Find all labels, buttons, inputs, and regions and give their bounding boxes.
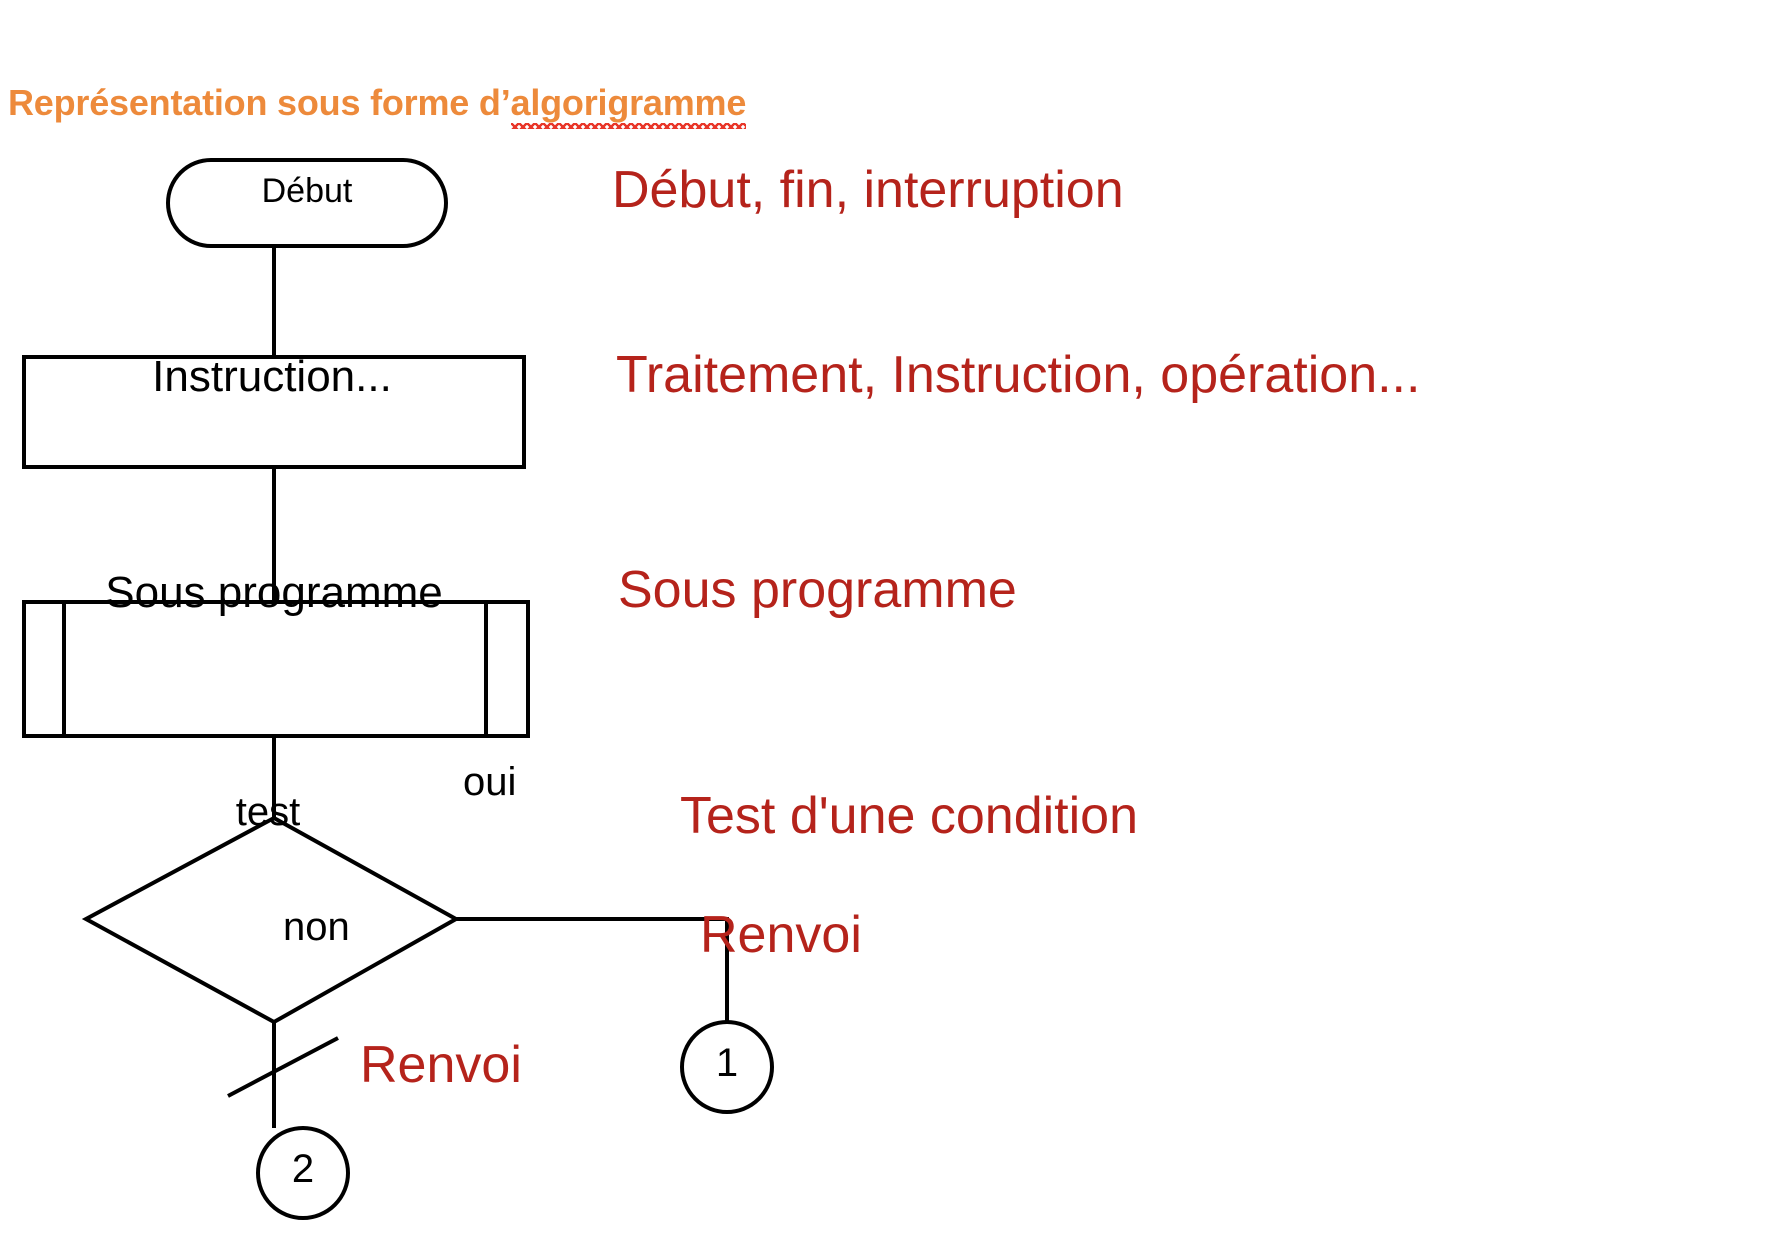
annotation-connector-1: Renvoi [700,906,862,964]
annotation-decision: Test d'une condition [680,787,1139,845]
start-terminator-label: Début [261,172,353,210]
page-title-prefix: Représentation sous forme d’ [8,82,511,123]
edge-yes-path [456,917,729,1022]
decision-label: test [235,790,301,834]
page-title: Représentation sous forme d’algorigramme [8,82,747,129]
subroutine-label: Sous programme [105,568,443,617]
process-rectangle-shape[interactable] [22,355,526,469]
annotation-subroutine: Sous programme [618,561,1017,619]
decision-diamond-shape[interactable] [81,815,461,1025]
connector-1-label: 1 [715,1041,739,1085]
annotation-process: Traitement, Instruction, opération... [616,346,1421,404]
edge-label-no: non [283,905,350,949]
connector-2-circle-shape[interactable] [256,1126,350,1220]
edge-label-yes: oui [463,760,517,804]
process-label: Instruction... [152,352,392,401]
annotation-connector-2: Renvoi [360,1036,522,1094]
subroutine-outer-shape[interactable] [22,600,530,738]
connector-1-circle-shape[interactable] [680,1020,774,1114]
page-title-misspelled-word: algorigramme [510,82,747,129]
edge-no-slash-mark [227,1036,339,1098]
start-terminator-shape[interactable] [166,158,448,248]
connector-2-label: 2 [291,1147,315,1191]
annotation-start: Début, fin, interruption [612,161,1124,219]
